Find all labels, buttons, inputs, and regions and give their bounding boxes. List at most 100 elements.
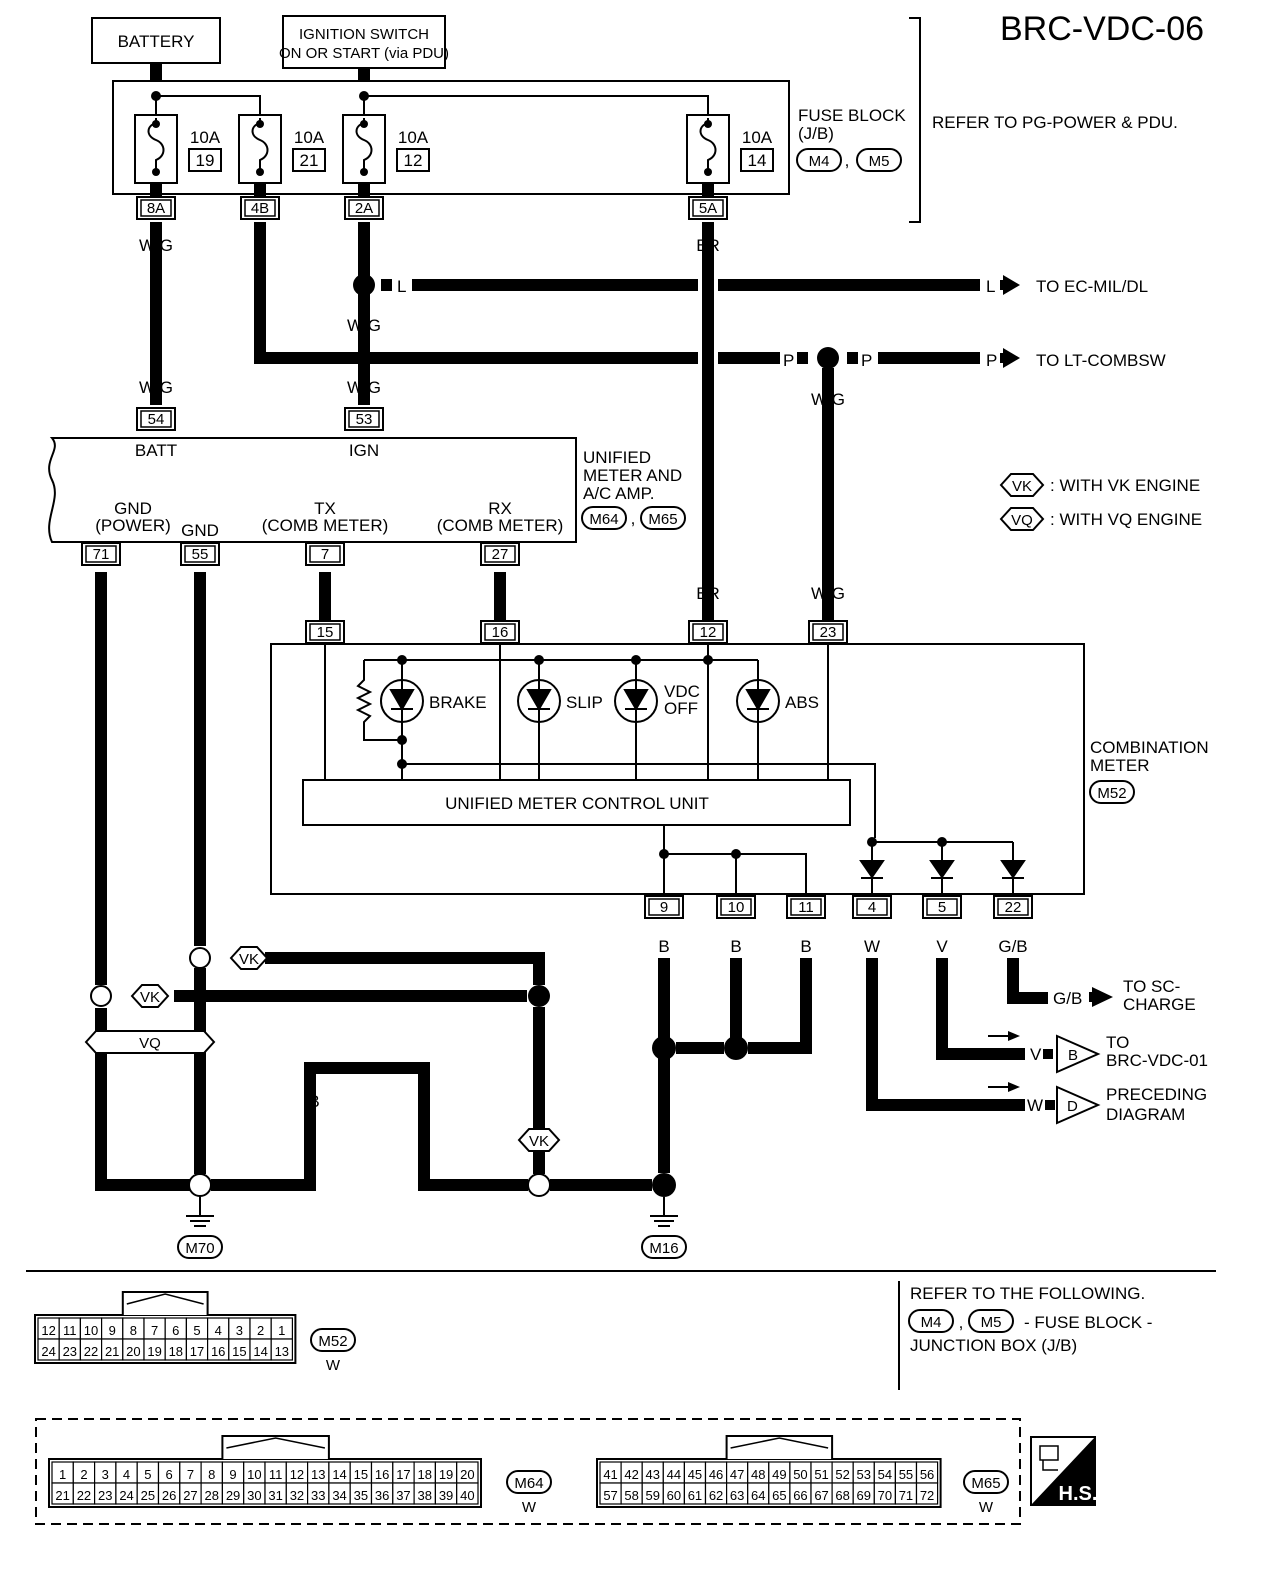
fuse-element-icon (147, 118, 165, 172)
cavity-number: 4 (215, 1323, 222, 1338)
cavity-number: 2 (257, 1323, 264, 1338)
cavity-number: 9 (229, 1467, 236, 1482)
fuse-element-icon (699, 118, 717, 172)
refer-conn-m4-label: M4 (921, 1314, 942, 1331)
cm-pin-9-number: 9 (660, 899, 668, 916)
cavity-number: 24 (119, 1488, 133, 1503)
ground-conn-m16: M16 (641, 1235, 687, 1259)
cavity-number: 44 (667, 1467, 681, 1482)
unified-meter-box (48, 437, 577, 543)
fuse-pin-2A-number: 2A (355, 200, 373, 217)
fuse-pin-2A: 2A (344, 196, 384, 220)
um-pin-53-number: 53 (356, 411, 373, 428)
cavity-number: 65 (772, 1488, 786, 1503)
fuse-block-bracket (909, 17, 921, 223)
tag-vk-55: VK (229, 946, 269, 970)
svg-text:P: P (861, 351, 872, 370)
cavity-number: 18 (169, 1344, 183, 1359)
cavity-number: 7 (187, 1467, 194, 1482)
svg-text:W/G: W/G (139, 236, 173, 255)
svg-text:L: L (359, 236, 368, 255)
cavity-number: 48 (751, 1467, 765, 1482)
fuse-element-icon (355, 118, 373, 172)
fuse-amp: 10A (190, 128, 221, 147)
dest-brc-vdc-01-1: TO (1106, 1033, 1129, 1052)
svg-text:L: L (986, 277, 995, 296)
connector-face-m64-tag-label: M64 (514, 1475, 543, 1492)
cavity-number: 38 (418, 1488, 432, 1503)
svg-text:B: B (658, 937, 669, 956)
fuse-number: 21 (300, 151, 319, 170)
um-conn-m65: M65 (640, 506, 686, 530)
splice-l (353, 274, 375, 296)
um-pin-71-number: 71 (93, 546, 110, 563)
bottom-refer-1: REFER TO THE FOLLOWING. (910, 1284, 1145, 1303)
cm-title-2: METER (1090, 756, 1150, 775)
cavity-number: 31 (268, 1488, 282, 1503)
svg-text:V: V (1030, 1045, 1042, 1064)
svg-text:B: B (308, 1092, 319, 1111)
dest-preceding-1: PRECEDING (1106, 1085, 1207, 1104)
fuse-pin-5A: 5A (688, 196, 728, 220)
cavity-number: 51 (814, 1467, 828, 1482)
ignition-switch-box (282, 15, 446, 69)
cavity-number: 14 (253, 1344, 267, 1359)
cavity-number: 28 (205, 1488, 219, 1503)
cavity-number: 8 (208, 1467, 215, 1482)
cavity-number: 13 (275, 1344, 289, 1359)
cavity-number: 10 (247, 1467, 261, 1482)
cavity-number: 25 (141, 1488, 155, 1503)
page-title: BRC-VDC-06 (1000, 10, 1204, 48)
brake-resistor (355, 660, 402, 741)
cavity-number: 52 (835, 1467, 849, 1482)
cavity-number: 34 (332, 1488, 346, 1503)
cavity-number: 21 (105, 1344, 119, 1359)
fuse-block-conn-m5-label: M5 (869, 153, 890, 170)
svg-text:RX: RX (488, 499, 512, 518)
cavity-number: 16 (211, 1344, 225, 1359)
dest-ec-mil: TO EC-MIL/DL (1036, 277, 1148, 296)
splice-tag-b (1056, 1034, 1101, 1074)
fuse-block-conn-m4: M4 (796, 148, 842, 172)
svg-text:B: B (95, 1092, 106, 1111)
um-pin-55: 55 (180, 542, 220, 566)
cm-pin-4: 4 (852, 895, 892, 919)
dest-brc-vdc-01-2: BRC-VDC-01 (1106, 1051, 1208, 1070)
hs-icon: H.S. (1030, 1436, 1097, 1506)
cavity-number: 67 (814, 1488, 828, 1503)
tag-vq: VQ (84, 1030, 216, 1054)
refer-conn-m4: M4 (908, 1309, 954, 1333)
cavity-number: 43 (646, 1467, 660, 1482)
cavity-number: 55 (899, 1467, 913, 1482)
ground-conn-m16-label: M16 (649, 1240, 678, 1257)
cm-pin-12: 12 (688, 620, 728, 644)
cm-pin-23: 23 (808, 620, 848, 644)
arrow-sc-charge (1092, 987, 1113, 1007)
svg-text:GND: GND (114, 499, 152, 518)
wire-p-4b (254, 222, 698, 364)
svg-text:(COMB METER): (COMB METER) (437, 516, 564, 535)
lamp-vdc-label-1: VDC (664, 682, 700, 701)
cavity-number: 57 (603, 1488, 617, 1503)
cavity-number: 19 (147, 1344, 161, 1359)
svg-text:W/G: W/G (811, 584, 845, 603)
lamp-slip-label: SLIP (566, 693, 603, 712)
cm-pin-10: 10 (716, 895, 756, 919)
cavity-number: 54 (878, 1467, 892, 1482)
splice-ground-m70 (188, 1173, 212, 1197)
cm-conn-m52: M52 (1089, 780, 1135, 804)
ground-conn-m70: M70 (177, 1235, 223, 1259)
um-pin-53: 53 (344, 407, 384, 431)
connector-face-m64-tag: M64 (506, 1470, 552, 1494)
wire-b-11 (748, 958, 812, 1054)
fuse-bus-battery (156, 95, 261, 115)
fuse-bus-ignition (364, 95, 709, 115)
um-conn-m64-label: M64 (589, 511, 618, 528)
cavity-number: 61 (688, 1488, 702, 1503)
cavity-number: 7 (151, 1323, 158, 1338)
cavity-number: 35 (354, 1488, 368, 1503)
svg-text:,: , (845, 151, 850, 170)
refer-conn-m5-label: M5 (981, 1314, 1002, 1331)
